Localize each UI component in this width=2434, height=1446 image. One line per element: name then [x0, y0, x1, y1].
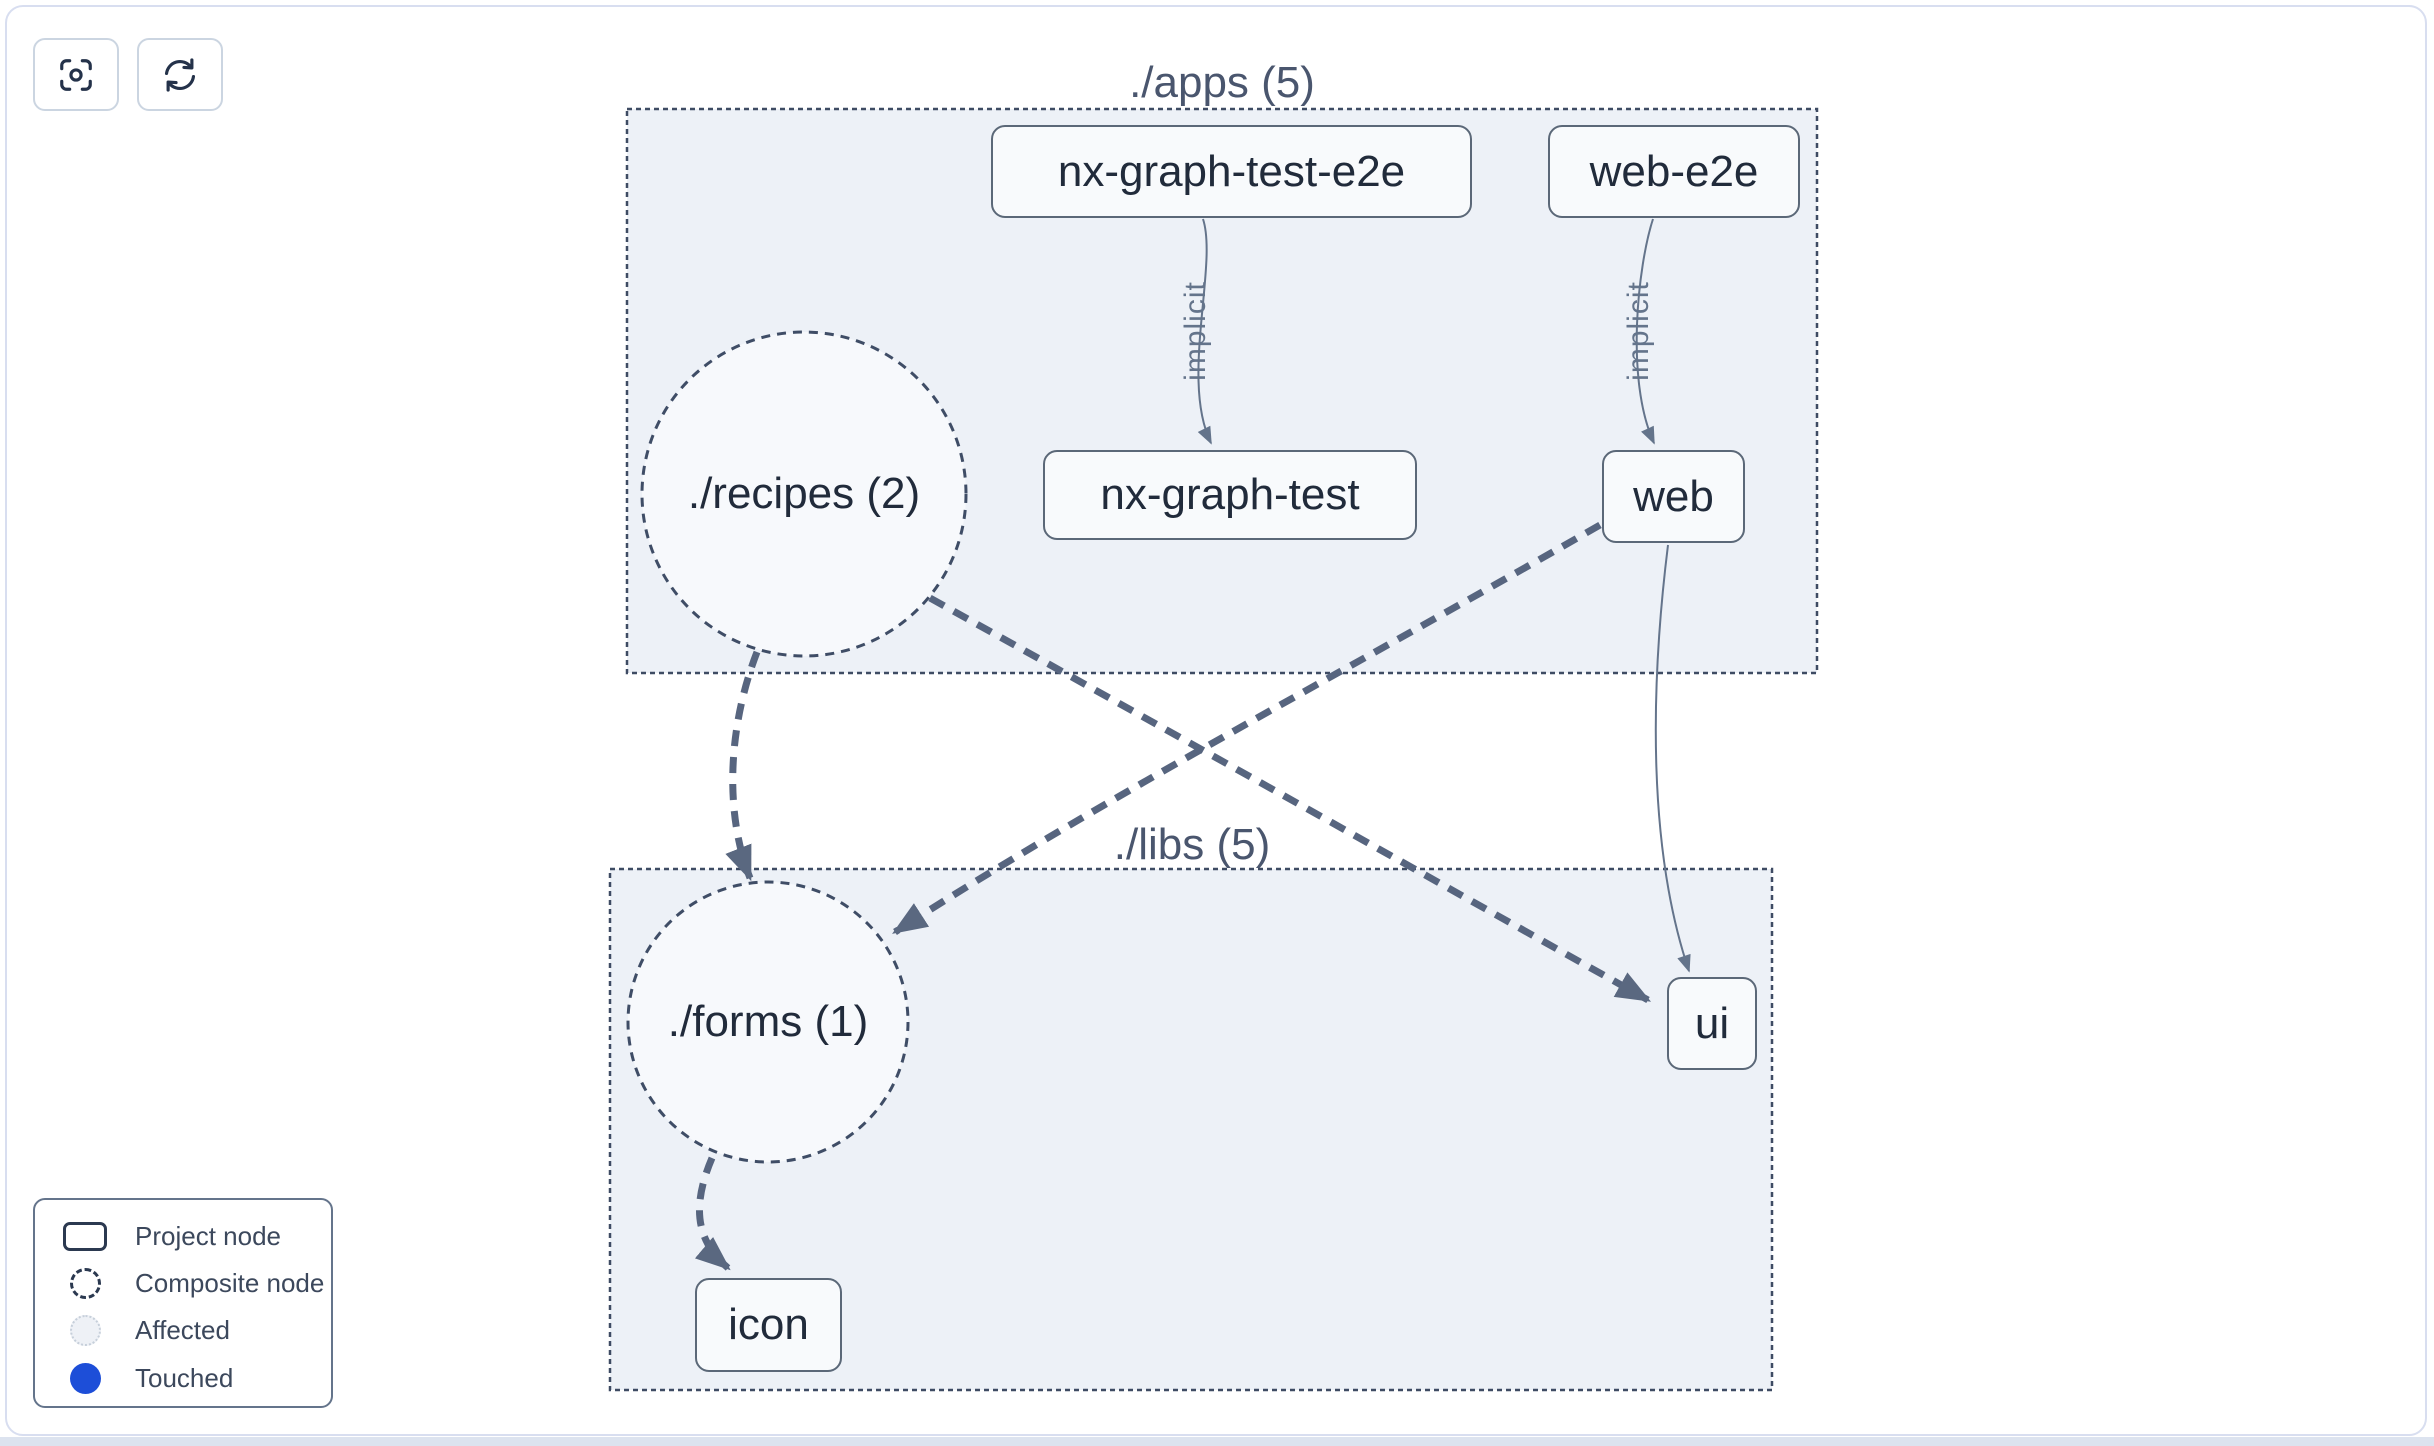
composite-node-forms[interactable]: [626, 880, 910, 1164]
center-graph-button[interactable]: [33, 38, 119, 111]
legend-label: Project node: [135, 1220, 281, 1251]
graph-toolbar: [33, 38, 223, 111]
cluster-title-libs: ./libs (5): [1113, 820, 1271, 869]
edge-recipes-to-ui[interactable]: [928, 594, 1652, 1004]
node-web[interactable]: web: [1602, 450, 1745, 543]
edge-nx-graph-test-e2e-to-nx-graph-test[interactable]: [1197, 218, 1212, 445]
legend-label: Touched: [135, 1362, 234, 1393]
bottom-divider: [0, 1437, 2434, 1446]
edge-web-to-ui[interactable]: [1654, 544, 1691, 973]
touched-swatch: [69, 1362, 101, 1394]
legend-item-affected: Affected: [35, 1306, 331, 1354]
edge-label-implicit-2: implicit: [1622, 281, 1655, 381]
legend-item-touched: Touched: [35, 1354, 331, 1402]
edge-forms-to-icon[interactable]: [694, 1156, 731, 1271]
edge-label-implicit-1: implicit: [1179, 281, 1212, 381]
cluster-title-apps: ./apps (5): [1129, 58, 1315, 107]
node-web-e2e[interactable]: web-e2e: [1548, 125, 1800, 218]
node-nx-graph-test[interactable]: nx-graph-test: [1043, 450, 1417, 540]
legend-label: Composite node: [135, 1267, 325, 1298]
edge-web-to-forms[interactable]: [892, 521, 1602, 935]
project-node-swatch: [63, 1221, 107, 1251]
node-ui[interactable]: ui: [1667, 977, 1757, 1070]
affected-swatch: [69, 1314, 101, 1346]
refresh-icon: [164, 57, 196, 92]
legend: Project node Composite node Affected Tou…: [33, 1198, 333, 1408]
legend-label: Affected: [135, 1314, 230, 1345]
composite-label-forms: ./forms (1): [667, 997, 869, 1046]
refresh-graph-button[interactable]: [137, 38, 223, 111]
node-nx-graph-test-e2e[interactable]: nx-graph-test-e2e: [991, 125, 1472, 218]
edge-recipes-to-forms[interactable]: [725, 650, 761, 882]
composite-node-recipes[interactable]: [640, 330, 968, 658]
focus-icon: [60, 58, 92, 91]
node-icon[interactable]: icon: [695, 1278, 842, 1372]
composite-label-recipes: ./recipes (2): [687, 469, 921, 518]
legend-item-composite-node: Composite node: [35, 1259, 331, 1307]
edge-web-e2e-to-web[interactable]: [1635, 218, 1655, 445]
composite-node-swatch: [69, 1267, 101, 1299]
legend-item-project-node: Project node: [35, 1212, 331, 1260]
